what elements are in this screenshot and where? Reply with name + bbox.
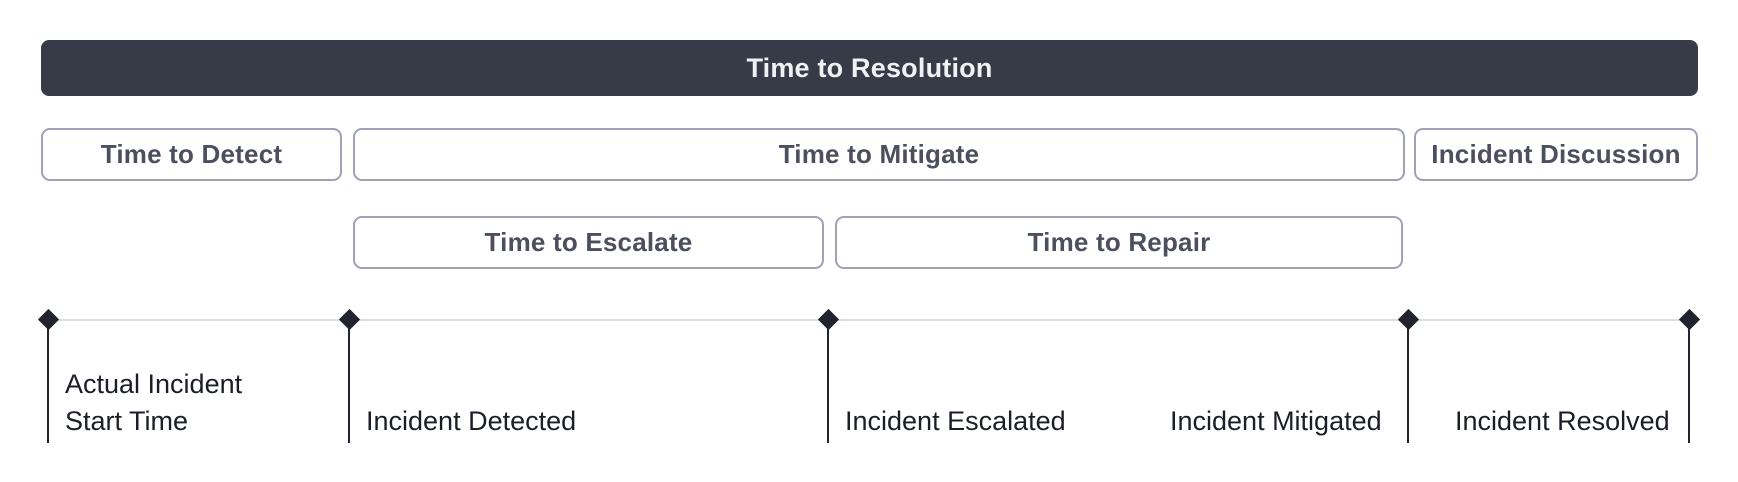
timeline-axis-line <box>48 319 1689 321</box>
phase-box-time-to-detect: Time to Detect <box>41 128 342 181</box>
event-label-incident-escalated: Incident Escalated <box>845 406 1066 436</box>
event-label-incident-mitigated: Incident Mitigated <box>1170 406 1382 436</box>
phase-bar-label: Time to Resolution <box>746 52 993 83</box>
phase-box-time-to-escalate: Time to Escalate <box>353 216 824 269</box>
event-tick-line <box>827 320 829 443</box>
phase-box-label: Time to Mitigate <box>778 139 980 169</box>
event-tick-line <box>1407 320 1409 443</box>
event-label-incident-resolved: Incident Resolved <box>1455 406 1670 436</box>
phase-box-label: Time to Detect <box>100 139 283 169</box>
event-tick-line <box>47 320 49 443</box>
phase-box-label: Time to Repair <box>1027 227 1211 257</box>
event-tick-line <box>1688 320 1690 443</box>
phase-box-time-to-repair: Time to Repair <box>835 216 1403 269</box>
phase-box-incident-discussion: Incident Discussion <box>1414 128 1698 181</box>
phase-box-time-to-mitigate: Time to Mitigate <box>353 128 1405 181</box>
event-tick-line <box>348 320 350 443</box>
event-label-incident-detected: Incident Detected <box>366 406 577 436</box>
phase-box-label: Incident Discussion <box>1431 139 1681 169</box>
phase-box-label: Time to Escalate <box>484 227 693 257</box>
phase-bar-time-to-resolution: Time to Resolution <box>41 40 1698 96</box>
event-label-actual-incident-start: Actual Incident Start Time <box>65 369 243 436</box>
